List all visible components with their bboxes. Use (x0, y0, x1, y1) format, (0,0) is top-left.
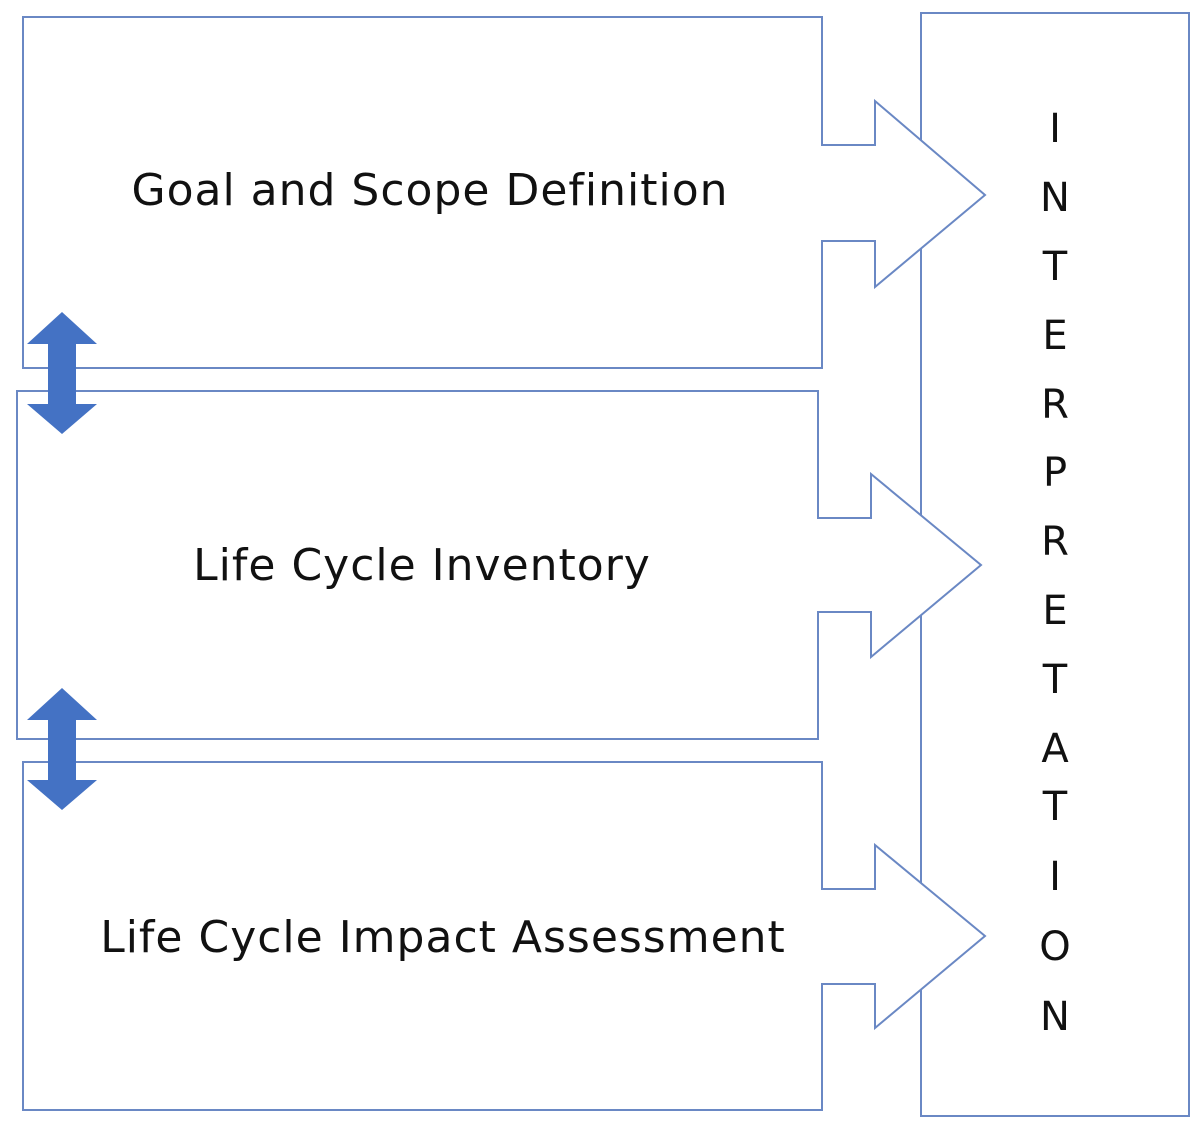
interpretation-letter: E (1042, 313, 1067, 359)
interpretation-letter: O (1039, 924, 1070, 970)
double-arrow-vertical-icon (27, 312, 97, 434)
stage-label-goal-scope: Goal and Scope Definition (131, 165, 728, 216)
stage-label-impact-assessment: Life Cycle Impact Assessment (100, 912, 786, 963)
interpretation-letter: R (1041, 519, 1069, 565)
interpretation-letter: P (1043, 450, 1067, 496)
double-arrow-vertical-icon (27, 688, 97, 810)
goal-scope-arrow-box (22, 16, 987, 369)
interpretation-letter: R (1041, 382, 1069, 428)
interpretation-letter: T (1042, 244, 1068, 290)
interpretation-letter: I (1049, 106, 1061, 152)
interpretation-letter: T (1042, 657, 1068, 703)
stage-label-inventory: Life Cycle Inventory (193, 540, 651, 591)
interpretation-letter: N (1040, 994, 1070, 1040)
interpretation-label: I N T E R P R E T A T I O N (1039, 106, 1070, 1040)
interpretation-letter: E (1042, 588, 1067, 634)
inventory-arrow-box (16, 390, 983, 740)
impact-assessment-arrow-box (22, 761, 987, 1111)
interpretation-letter: A (1041, 726, 1069, 772)
interpretation-letter: N (1040, 175, 1070, 221)
interpretation-letter: T (1042, 784, 1068, 830)
interpretation-letter: I (1049, 854, 1061, 900)
